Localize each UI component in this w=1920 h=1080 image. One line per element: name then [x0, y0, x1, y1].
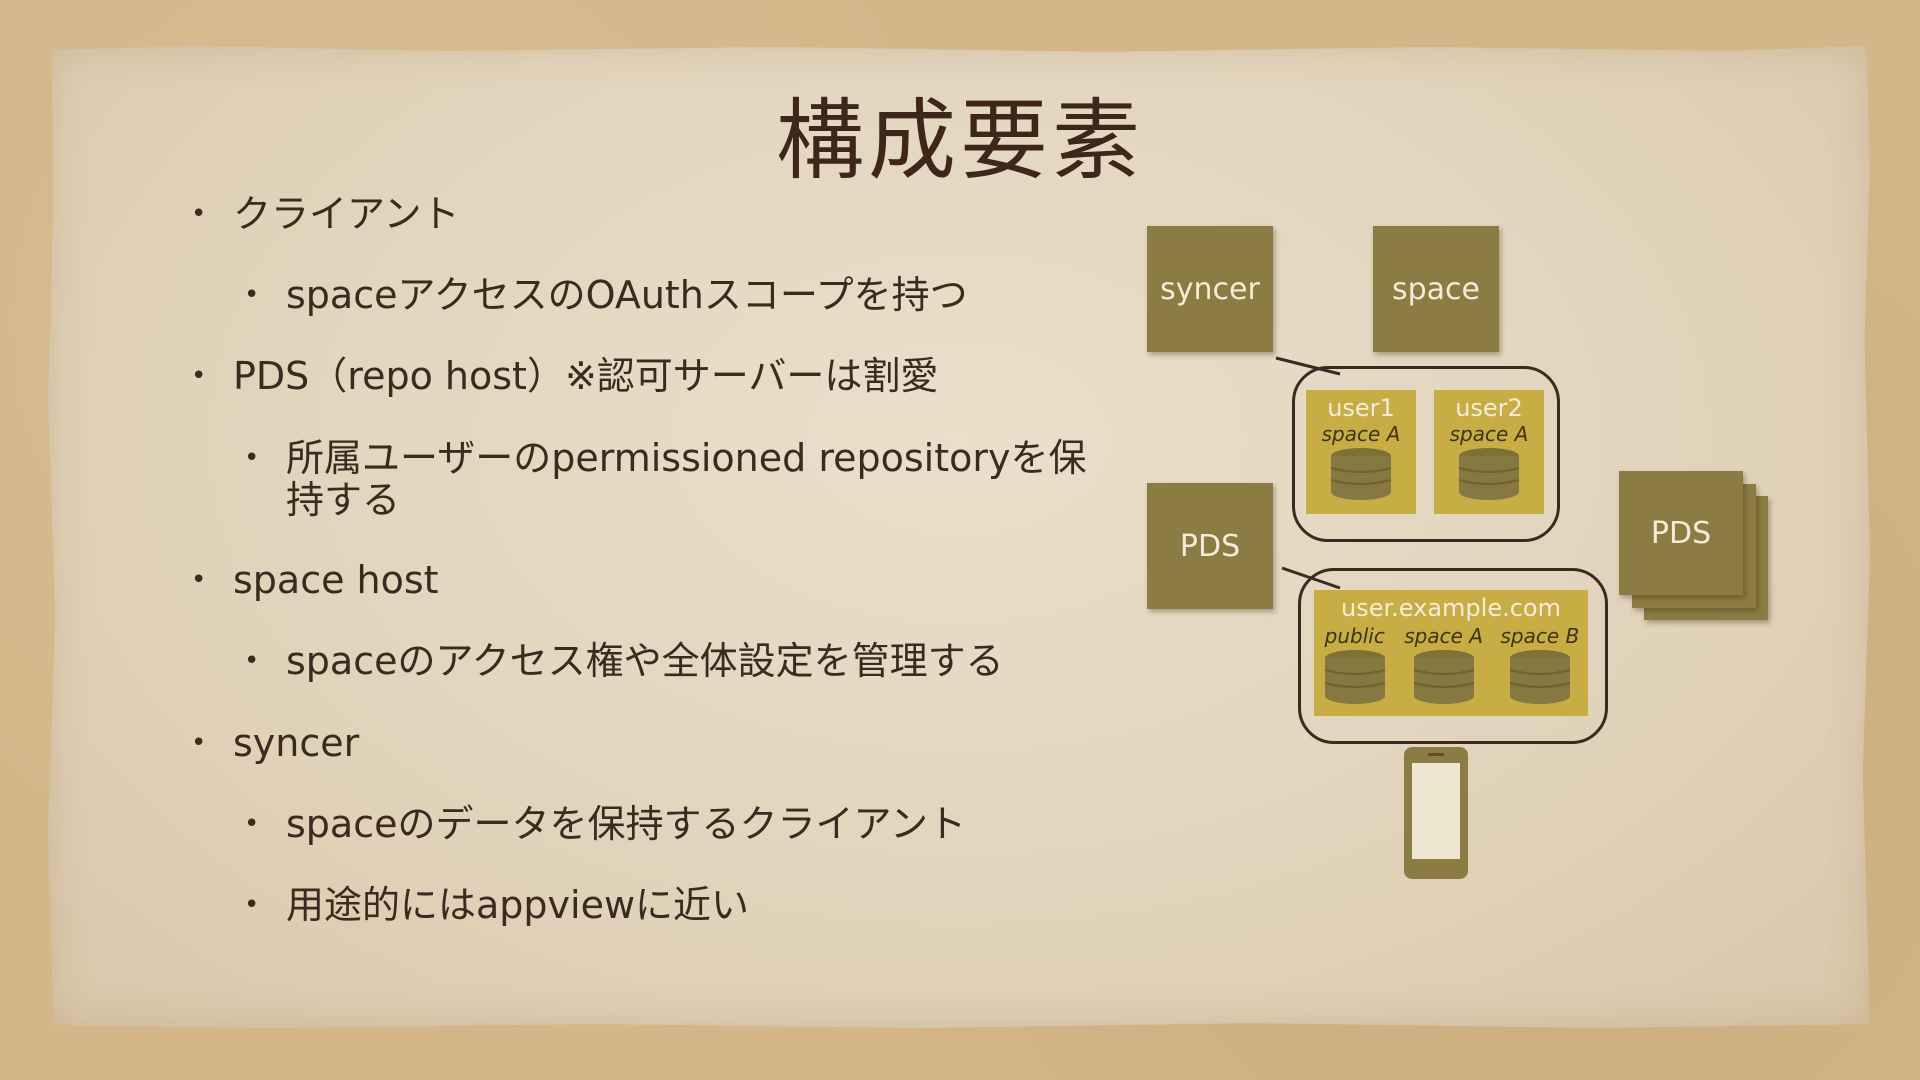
- bullet-dot: •: [244, 280, 260, 310]
- bullet-item: • spaceのアクセス権や全体設定を管理する: [244, 639, 1004, 683]
- smartphone-icon: [1404, 747, 1468, 879]
- bullet-text: spaceアクセスのOAuthスコープを持つ: [286, 273, 968, 317]
- bullet-dot: •: [191, 565, 207, 595]
- syncer-bubble: [1292, 366, 1560, 542]
- bullet-text: PDS（repo host）※認可サーバーは割愛: [233, 354, 939, 398]
- database-icon: [1509, 650, 1571, 704]
- bullet-dot: •: [244, 443, 260, 473]
- repo-public: public: [1323, 624, 1387, 706]
- bullet-text: クライアント: [233, 192, 460, 236]
- bullet-dot: •: [244, 890, 260, 920]
- example-user-card: user.example.com public space A: [1314, 590, 1588, 716]
- paper-slide: [48, 46, 1870, 1028]
- slide-title: 構成要素: [775, 89, 1144, 192]
- bullet-item: • PDS（repo host）※認可サーバーは割愛: [191, 354, 939, 398]
- repo-space-b: space B: [1500, 624, 1579, 706]
- bullet-item: • 用途的にはappviewに近い: [244, 883, 750, 927]
- space-box: space: [1373, 226, 1499, 352]
- repo-space-a: space A: [1404, 624, 1483, 706]
- bullet-dot: •: [191, 199, 207, 229]
- pds-box: PDS: [1147, 483, 1273, 609]
- database-icon: [1330, 448, 1392, 500]
- bullet-text: spaceのデータを保持するクライアント: [286, 802, 966, 846]
- repo-label: space A: [1404, 624, 1483, 648]
- bullet-text: syncer: [233, 721, 360, 765]
- bullet-dot: •: [244, 809, 260, 839]
- bullet-item: • spaceアクセスのOAuthスコープを持つ: [244, 273, 968, 317]
- user2-name: user2: [1455, 394, 1523, 422]
- repo-label: space B: [1500, 624, 1580, 648]
- database-icon: [1413, 650, 1474, 704]
- database-icon: [1324, 650, 1386, 704]
- user1-name: user1: [1327, 394, 1395, 422]
- pds-bubble: [1298, 568, 1608, 744]
- bubble-tail-top: [1275, 356, 1341, 376]
- bullet-item: • spaceのデータを保持するクライアント: [244, 802, 966, 846]
- bullet-dot: •: [244, 646, 260, 676]
- bullet-text: 所属ユーザーのpermissioned repositoryを保持する: [286, 436, 1087, 522]
- repo-label: public: [1324, 624, 1385, 648]
- bullet-text: 用途的にはappviewに近い: [286, 883, 750, 927]
- bullet-item: • space host: [191, 558, 439, 602]
- syncer-box: syncer: [1147, 226, 1273, 352]
- user2-card: user2 space A: [1434, 390, 1544, 514]
- bullet-item: • クライアント: [191, 192, 460, 236]
- bullet-text: space host: [233, 558, 439, 602]
- user2-space: space A: [1449, 422, 1529, 446]
- example-user-name: user.example.com: [1341, 594, 1561, 622]
- pds-stack-front: PDS: [1619, 471, 1743, 595]
- user1-space: space A: [1321, 422, 1401, 446]
- bullet-text: spaceのアクセス権や全体設定を管理する: [286, 639, 1004, 683]
- bullet-item: • 所属ユーザーのpermissioned repositoryを保持する: [244, 436, 1106, 522]
- database-icon: [1458, 448, 1520, 500]
- user1-card: user1 space A: [1306, 390, 1416, 514]
- bullet-dot: •: [191, 728, 207, 758]
- bullet-dot: •: [191, 361, 207, 391]
- bullet-item: • syncer: [191, 721, 360, 765]
